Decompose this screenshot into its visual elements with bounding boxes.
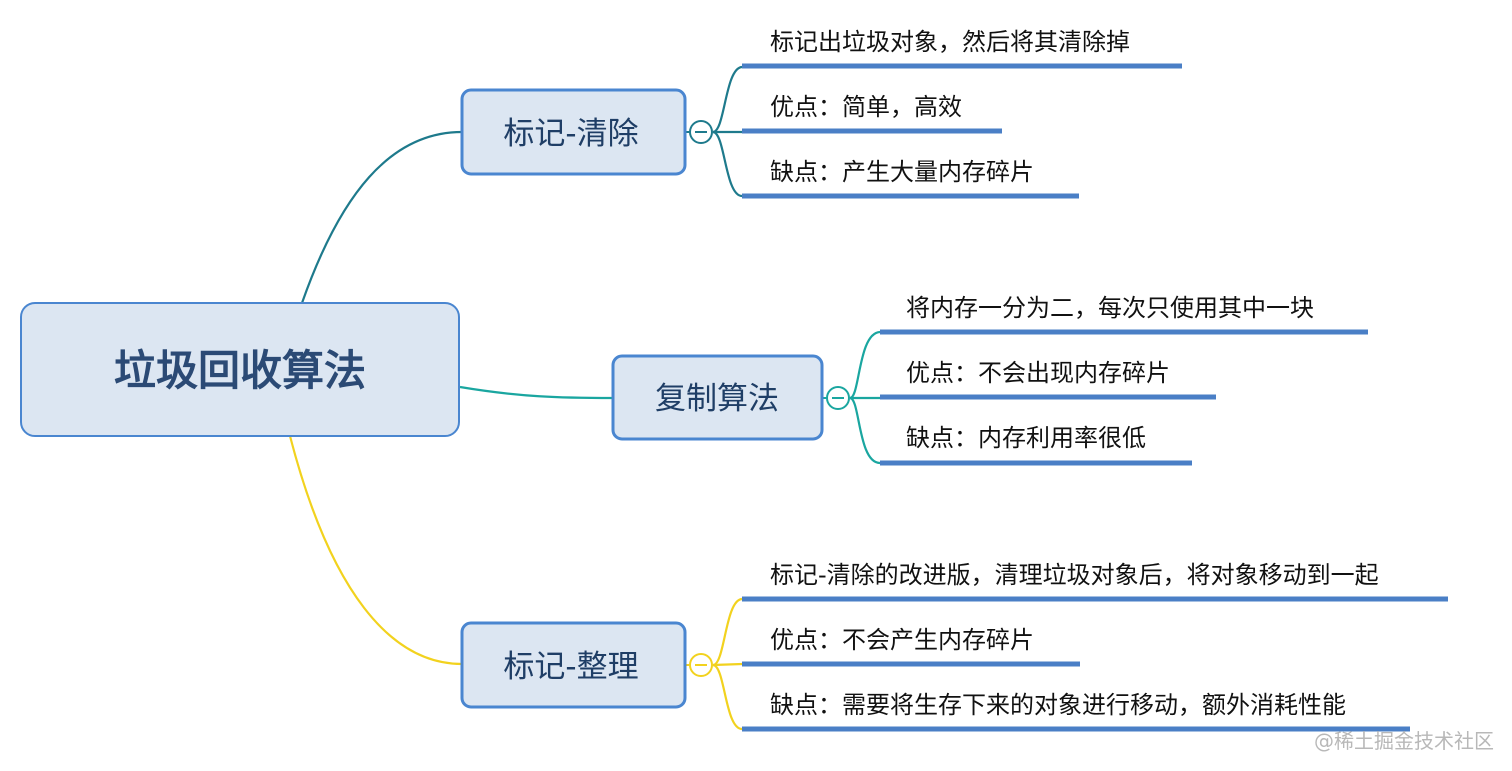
leaf-text[interactable]: 标记出垃圾对象，然后将其清除掉 — [770, 28, 1130, 56]
leaf-text[interactable]: 将内存一分为二，每次只使用其中一块 — [906, 294, 1314, 322]
branch-3-leaf-connectors — [712, 597, 743, 731]
connector-root-branch-2 — [459, 385, 614, 400]
root-node-label: 垃圾回收算法 — [114, 346, 366, 395]
branch-node-label: 标记-整理 — [503, 649, 638, 685]
root-node[interactable]: 垃圾回收算法 — [20, 302, 460, 437]
leaf-text[interactable]: 标记-清除的改进版，清理垃圾对象后，将对象移动到一起 — [770, 561, 1379, 589]
leaf-text[interactable]: 缺点：需要将生存下来的对象进行移动，额外消耗性能 — [770, 691, 1346, 719]
branch-node-mark-sweep[interactable]: 标记-清除 — [460, 88, 687, 176]
leaf-text[interactable]: 优点：不会出现内存碎片 — [906, 359, 1170, 387]
connector-root-branch-1 — [300, 130, 463, 304]
branch-node-copying[interactable]: 复制算法 — [611, 354, 824, 441]
branch-node-label: 标记-清除 — [503, 116, 638, 152]
branch-2-leaf-connectors — [849, 330, 881, 465]
leaf-underlines — [742, 63, 1448, 732]
connector-root-branch-3 — [288, 435, 463, 666]
collapse-toggle-icon[interactable] — [826, 386, 850, 410]
branch-1-leaf-connectors — [712, 65, 743, 198]
leaf-text[interactable]: 优点：不会产生内存碎片 — [770, 626, 1034, 654]
leaf-text[interactable]: 缺点：内存利用率很低 — [906, 424, 1146, 452]
branch-node-mark-compact[interactable]: 标记-整理 — [460, 621, 687, 709]
watermark: @稀土掘金技术社区 — [1314, 729, 1494, 753]
leaf-text[interactable]: 缺点：产生大量内存碎片 — [770, 158, 1034, 186]
collapse-toggle-icon[interactable] — [689, 653, 713, 677]
collapse-toggle-icon[interactable] — [689, 120, 713, 144]
branch-node-label: 复制算法 — [655, 381, 779, 417]
leaf-text[interactable]: 优点：简单，高效 — [770, 93, 962, 121]
